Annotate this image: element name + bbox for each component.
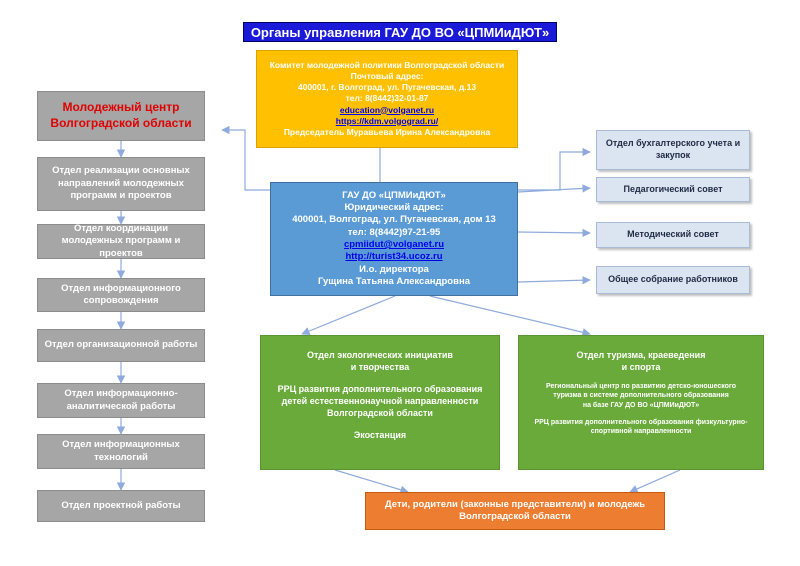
tourism-rc-line3: на базе ГАУ ДО ВО «ЦПМИиДЮТ»	[582, 401, 700, 409]
unit-label: Отдел бухгалтерского учета и закупок	[605, 138, 741, 160]
dept-label: Отдел координации молодежных программ и …	[61, 222, 181, 259]
dept-label: Отдел проектной работы	[61, 499, 181, 511]
main-org-director-name: Гущина Татьяна Александровна	[318, 276, 470, 288]
committee-name: Комитет молодежной политики Волгоградско…	[269, 60, 505, 71]
main-org-phone: тел: 8(8442)97-21-95	[347, 226, 441, 238]
tourism-rc-line2: туризма в системе дополнительного образо…	[553, 392, 729, 400]
tourism-rrc-line1: РРЦ развития дополнительного образования…	[534, 418, 748, 426]
main-org-address: 400001, Волгоград, ул. Пугачевская, дом …	[292, 214, 496, 226]
eco-dept-title2: и творчества	[350, 361, 410, 372]
main-org-box: ГАУ ДО «ЦПМИиДЮТ» Юридический адрес: 400…	[270, 182, 518, 296]
eco-dept-box: Отдел экологических инициатив и творчест…	[260, 335, 500, 470]
committee-address: 400001, г. Волгоград, ул. Пугачевская, д…	[297, 82, 477, 93]
committee-chair: Председатель Муравьева Ирина Александров…	[283, 126, 491, 137]
main-org-email-link[interactable]: cpmiidut@volganet.ru	[343, 239, 445, 250]
dept-label: Отдел информационного сопровождения	[61, 282, 181, 306]
dept-info-tech: Отдел информационных технологий	[37, 434, 205, 469]
main-org-director-title: И.о. директора	[359, 263, 429, 275]
dept-label: Отдел информационно-аналитической работы	[64, 388, 178, 412]
tourism-dept-title2: и спорта	[621, 361, 661, 372]
connector-eco-to-audience	[334, 469, 409, 494]
dept-projects: Отдел проектной работы	[37, 490, 205, 522]
connector-main-to-ped-council	[517, 184, 591, 193]
unit-accounting: Отдел бухгалтерского учета и закупок	[596, 130, 750, 170]
tourism-dept-box: Отдел туризма, краеведения и спорта Реги…	[518, 335, 764, 470]
audience-line1: Дети, родители (законные представители) …	[384, 498, 646, 510]
dept-info-analytics: Отдел информационно-аналитической работы	[37, 383, 205, 418]
dept-label: Отдел реализации основных направлений мо…	[52, 165, 190, 202]
page-title: Органы управления ГАУ ДО ВО «ЦПМИиДЮТ»	[243, 22, 557, 42]
audience-box: Дети, родители (законные представители) …	[365, 492, 665, 530]
unit-methodical-council: Методический совет	[596, 222, 750, 248]
committee-phone: тел: 8(8442)32-01-87	[345, 93, 429, 104]
dept-main-directions: Отдел реализации основных направлений мо…	[37, 157, 205, 211]
eco-station: Экостанция	[353, 430, 407, 441]
committee-box: Комитет молодежной политики Волгоградско…	[256, 50, 518, 148]
unit-label: Педагогический совет	[623, 183, 723, 194]
dept-label: Отдел организационной работы	[44, 339, 198, 351]
dept-info-support: Отдел информационного сопровождения	[37, 278, 205, 312]
committee-address-label: Почтовый адрес:	[350, 71, 424, 82]
eco-dept-title1: Отдел экологических инициатив	[307, 350, 453, 360]
main-org-address-label: Юридический адрес:	[344, 201, 444, 213]
youth-center-box: Молодежный центр Волгоградской области	[37, 91, 205, 141]
dept-label: Отдел информационных технологий	[62, 439, 180, 463]
audience-line2: Волгоградской области	[459, 511, 571, 522]
tourism-dept-title1: Отдел туризма, краеведения	[576, 350, 706, 360]
tourism-rc-line1: Региональный центр по развитию детско-юн…	[545, 383, 736, 391]
youth-center-line2: Волгоградской области	[50, 116, 192, 130]
eco-rrc-line3: Волгоградской области	[327, 407, 433, 418]
tourism-rrc-line2: спортивной направленности	[590, 427, 692, 435]
dept-coordination: Отдел координации молодежных программ и …	[37, 222, 205, 259]
unit-label: Методический совет	[627, 229, 719, 240]
unit-pedagogical-council: Педагогический совет	[596, 177, 750, 202]
unit-label: Общее собрание работников	[608, 274, 738, 285]
unit-general-assembly: Общее собрание работников	[596, 266, 750, 294]
eco-rrc-line1: РРЦ развития дополнительного образования	[277, 384, 483, 395]
eco-rrc-line2: детей естественнонаучной направленности	[281, 396, 479, 407]
connector-main-to-method-council	[517, 228, 591, 238]
youth-center-line1: Молодежный центр	[62, 100, 180, 115]
committee-email-link[interactable]: education@volganet.ru	[339, 104, 435, 115]
connector-tourism-to-audience	[629, 469, 681, 493]
connector-main-to-accounting	[518, 147, 591, 191]
connector-main-to-tourism	[429, 295, 591, 337]
main-org-name: ГАУ ДО «ЦПМИиДЮТ»	[342, 189, 446, 201]
connector-main-to-eco	[301, 295, 396, 336]
committee-url-link[interactable]: https://kdm.volgograd.ru/	[335, 115, 439, 126]
main-org-url-link[interactable]: http://turist34.ucoz.ru	[345, 251, 443, 263]
dept-organizational: Отдел организационной работы	[37, 329, 205, 362]
connector-main-to-youth-center	[221, 125, 270, 191]
connector-main-to-assembly	[517, 276, 591, 285]
